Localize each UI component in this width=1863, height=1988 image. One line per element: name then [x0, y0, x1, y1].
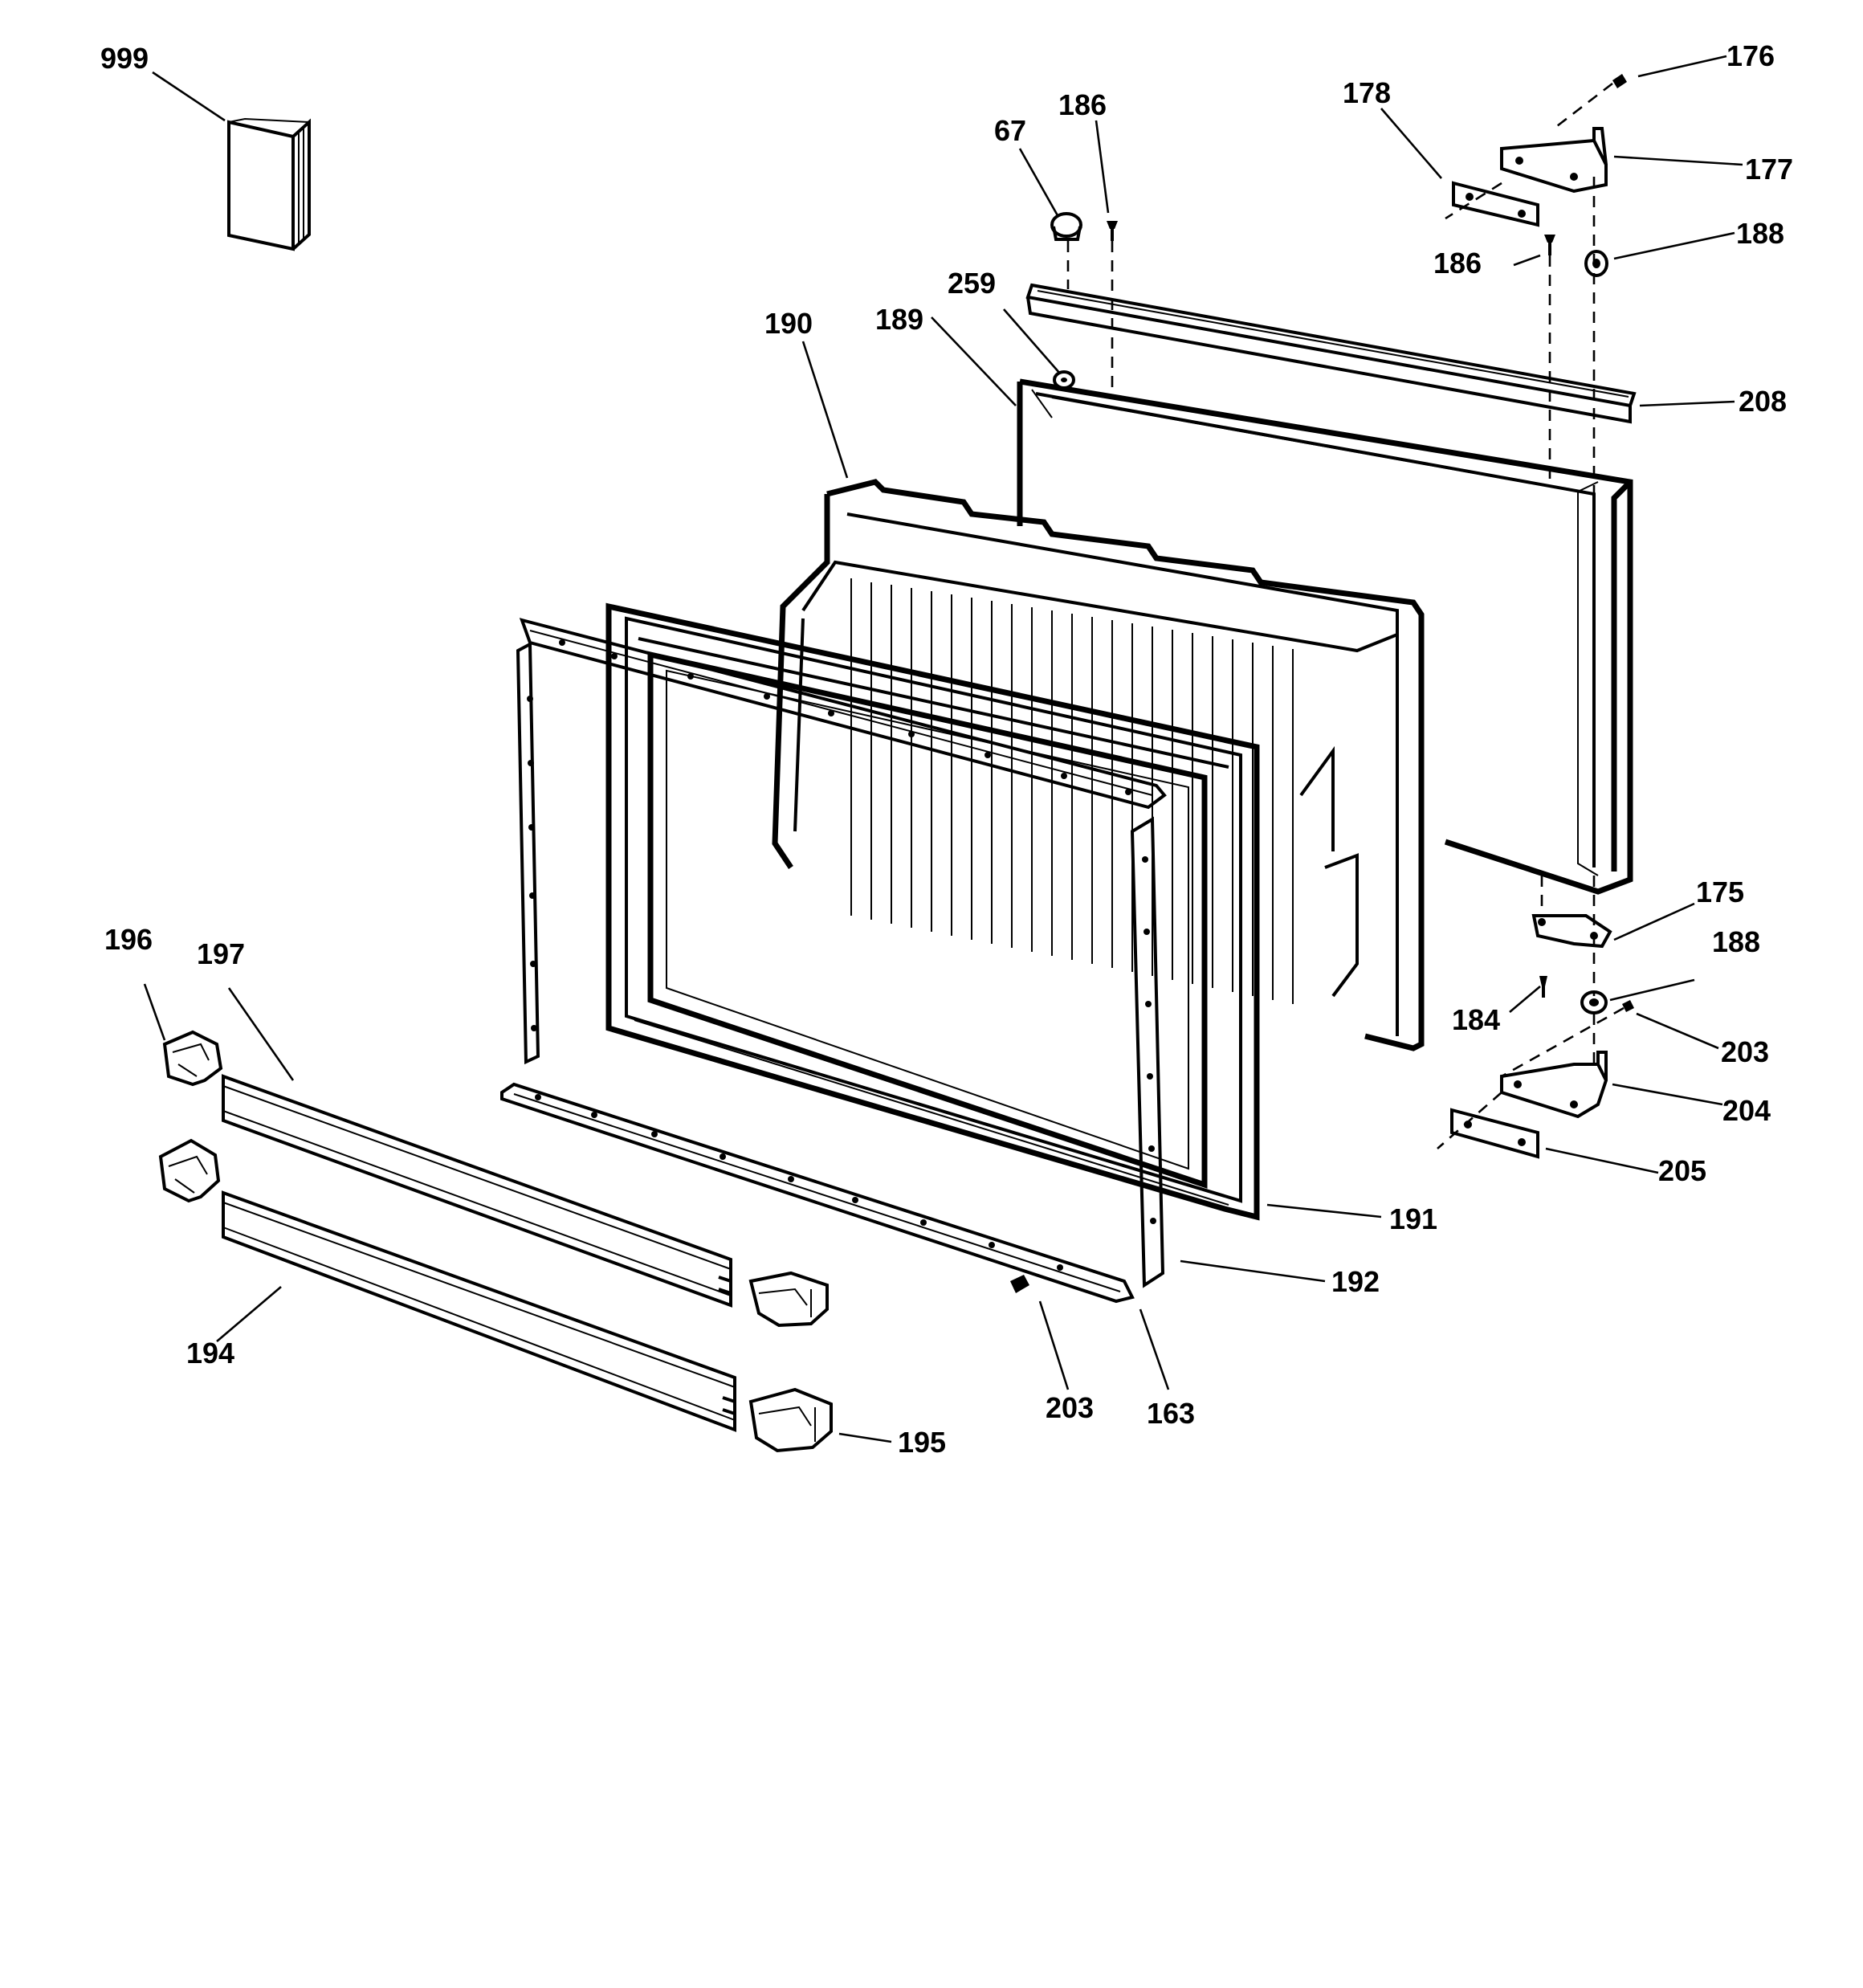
- top-retainer-strip: [519, 618, 1167, 810]
- callout-192: 192: [1331, 1265, 1380, 1298]
- callout-190: 190: [764, 307, 813, 340]
- callout-163: 163: [1147, 1397, 1195, 1430]
- right-retainer-strip: [1130, 816, 1165, 1288]
- callout-259: 259: [948, 267, 996, 300]
- callout-196: 196: [104, 923, 153, 956]
- top-door-rail: [1025, 283, 1637, 424]
- rail-screw-left: [1107, 221, 1118, 241]
- left-retainer-strip: [516, 641, 540, 1065]
- callout-189: 189: [875, 303, 923, 336]
- assembly-lines: [1066, 82, 1625, 1149]
- bottom-hinge-shim: [1450, 1108, 1539, 1159]
- callout-186-mid: 186: [1433, 247, 1482, 280]
- handle-channel-upper: [222, 1074, 732, 1308]
- callout-999: 999: [100, 42, 149, 75]
- outer-door-panel: [1017, 378, 1633, 895]
- callout-208: 208: [1739, 385, 1787, 418]
- bottom-hinge-pin-plate: [1531, 914, 1612, 949]
- inner-door-liner: [772, 479, 1425, 1051]
- bottom-strip-screw: [1010, 1275, 1029, 1293]
- handle-end-cap-right-upper: [748, 1271, 829, 1328]
- callout-188-top: 188: [1736, 217, 1784, 250]
- callout-177: 177: [1745, 153, 1793, 186]
- rail-screw-right: [1544, 235, 1555, 255]
- top-bushing: [1584, 250, 1608, 277]
- callout-188-low: 188: [1712, 925, 1760, 958]
- callout-178: 178: [1343, 76, 1391, 109]
- callout-197: 197: [197, 937, 245, 970]
- callout-204: 204: [1722, 1094, 1771, 1127]
- handle-end-cap-left-upper: [162, 1030, 223, 1087]
- bottom-retainer-strip: [500, 1082, 1135, 1304]
- top-hinge-bracket: [1500, 127, 1608, 194]
- bottom-hinge-screw: [1539, 976, 1547, 998]
- bottom-hinge-bracket: [1500, 1051, 1608, 1119]
- manual-booklet: [227, 117, 311, 251]
- callout-203-right: 203: [1721, 1035, 1769, 1068]
- callout-194: 194: [186, 1337, 234, 1370]
- callout-67: 67: [994, 114, 1026, 147]
- handle-channel-lower: [222, 1190, 736, 1432]
- grommet-259: [1053, 370, 1075, 390]
- callout-203-bottom: 203: [1046, 1391, 1094, 1424]
- plug-button: [1050, 212, 1082, 241]
- handle-end-cap-left-lower: [158, 1138, 221, 1203]
- leader-lines: [143, 55, 1743, 1443]
- callout-184: 184: [1452, 1003, 1500, 1036]
- callout-176: 176: [1726, 39, 1775, 72]
- callout-195: 195: [898, 1426, 946, 1459]
- callout-labels: 999 176 178 186 67 177 188 186 259 190 1…: [100, 39, 1793, 1459]
- callout-186-top: 186: [1058, 88, 1107, 121]
- handle-end-cap-right-lower: [748, 1387, 833, 1453]
- bottom-hinge-side-screw: [1622, 1000, 1634, 1012]
- callout-175: 175: [1696, 876, 1744, 908]
- callout-191: 191: [1389, 1202, 1437, 1235]
- top-hinge-screw: [1612, 74, 1627, 88]
- callout-205: 205: [1658, 1154, 1706, 1187]
- top-hinge-shim: [1452, 181, 1539, 227]
